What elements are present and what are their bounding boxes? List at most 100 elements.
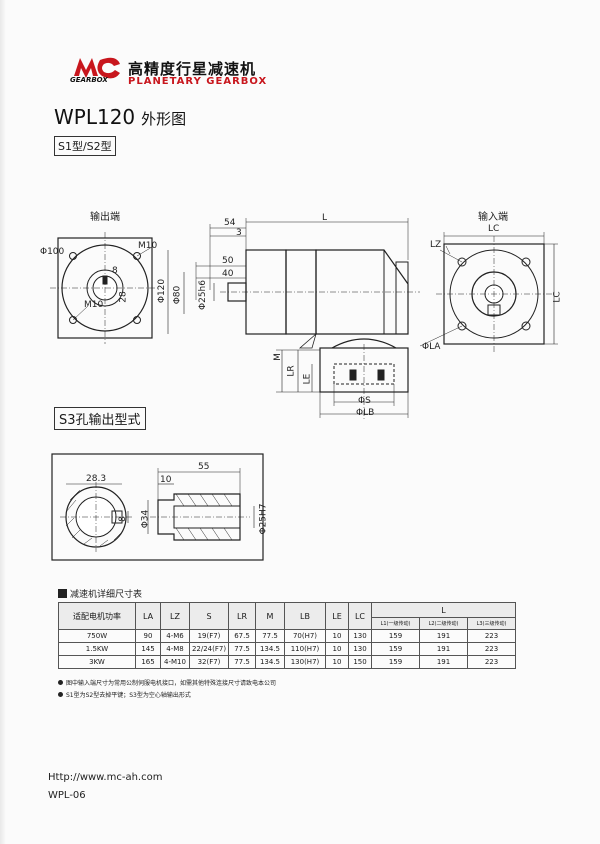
cell-lz: 4-M8 [160, 642, 190, 656]
cell-lc: 150 [348, 655, 372, 669]
dim-m10-left: M10 [84, 300, 104, 310]
cell-lz: 4-M6 [160, 629, 190, 643]
cell-lb: 110(H7) [284, 642, 326, 656]
square-bullet-icon [58, 589, 67, 598]
th-LR: LR [228, 602, 256, 630]
table-row: 750W 90 4-M6 19(F7) 67.5 77.5 70(H7) 10 … [58, 629, 516, 643]
brand-name-en: PLANETARY GEARBOX [128, 76, 268, 87]
page-code: WPL-06 [48, 790, 86, 801]
dim-d80: Φ80 [172, 285, 183, 305]
side-view [167, 218, 420, 420]
th-LA: LA [135, 602, 161, 630]
page-title: WPL120 外形图 [54, 105, 186, 129]
spec-table: 适配电机功率 LA LZ S LR M LB LE LC L L1(一级传动) … [58, 602, 516, 669]
cell-l2: 191 [419, 655, 468, 669]
cell-s: 32(F7) [189, 655, 229, 669]
cell-l1: 159 [371, 642, 420, 656]
input-end-label: 输入端 [478, 212, 508, 223]
cell-le: 10 [325, 642, 349, 656]
s3-section-view [51, 453, 264, 561]
cell-l1: 159 [371, 655, 420, 669]
dim-s3-10: 10 [160, 475, 172, 485]
cell-m: 134.5 [255, 642, 285, 656]
dim-40: 40 [222, 269, 234, 279]
output-end-label: 输出端 [90, 212, 120, 223]
model-name: WPL120 [54, 105, 136, 129]
cell-l2: 191 [419, 642, 468, 656]
cell-l3: 223 [467, 629, 516, 643]
dim-dLB: ΦLB [356, 408, 375, 418]
dim-d100: Φ100 [40, 247, 65, 257]
brand-logo-icon [74, 57, 120, 79]
dim-LZ: LZ [430, 240, 442, 250]
s3-title: S3孔输出型式 [54, 407, 146, 430]
cell-l1: 159 [371, 629, 420, 643]
cell-s: 19(F7) [189, 629, 229, 643]
th-L: L [371, 602, 516, 618]
dim-s3-d25h7: Φ25H7 [258, 503, 269, 535]
cell-lr: 77.5 [228, 655, 256, 669]
cell-lz: 4-M10 [160, 655, 190, 669]
th-LE: LE [325, 602, 349, 630]
input-end-view [419, 232, 558, 352]
dim-s3-d34: Φ34 [140, 509, 151, 529]
cell-la: 145 [135, 642, 161, 656]
dim-50: 50 [222, 256, 234, 266]
th-motor-power: 适配电机功率 [58, 602, 136, 630]
dim-m10-top: M10 [138, 241, 158, 251]
dim-L: L [322, 213, 328, 223]
dim-LR: LR [286, 365, 297, 377]
cell-power: 1.5KW [58, 642, 136, 656]
output-end-view [50, 232, 160, 344]
cell-lb: 130(H7) [284, 655, 326, 669]
dim-28: 28 [118, 291, 129, 303]
cell-m: 77.5 [255, 629, 285, 643]
type-label: S1型/S2型 [54, 136, 116, 156]
table-row: 1.5KW 145 4-M8 22/24(F7) 77.5 134.5 110(… [58, 642, 516, 656]
cell-m: 134.5 [255, 655, 285, 669]
dim-s3-28-3: 28.3 [86, 474, 107, 484]
cell-lr: 77.5 [228, 642, 256, 656]
dim-d120: Φ120 [157, 278, 168, 304]
dim-LE: LE [302, 373, 313, 385]
table-row: 3KW 165 4-M10 32(F7) 77.5 134.5 130(H7) … [58, 655, 516, 669]
cell-le: 10 [325, 655, 349, 669]
th-M: M [255, 602, 285, 630]
th-LZ: LZ [160, 602, 190, 630]
note-1: 图中输入端尺寸为常用公制伺服电机接口，如需其他特殊连接尺寸请致电本公司 [58, 678, 276, 687]
dim-dLA: ΦLA [422, 342, 441, 352]
page-edge-shadow [0, 0, 6, 844]
cell-la: 90 [135, 629, 161, 643]
th-LB: LB [284, 602, 326, 630]
th-S: S [189, 602, 229, 630]
dim-8: 8 [112, 266, 118, 276]
th-L1: L1(一级传动) [371, 617, 420, 630]
dim-s3-8: 8 [117, 516, 128, 522]
bullet-icon [58, 692, 63, 697]
brand-name-cn: 高精度行星减速机 [128, 60, 257, 78]
cell-lb: 70(H7) [284, 629, 326, 643]
cell-le: 10 [325, 629, 349, 643]
dim-54: 54 [224, 218, 236, 228]
cell-la: 165 [135, 655, 161, 669]
th-LC: LC [348, 602, 372, 630]
dim-s3-55: 55 [198, 462, 210, 472]
brand-gearbox-text: GEARBOX [70, 76, 108, 84]
dim-M: M [272, 353, 283, 361]
model-subtitle: 外形图 [141, 110, 187, 128]
cell-lc: 130 [348, 629, 372, 643]
note-2: S1型为S2型去掉平键；S3型为空心轴输出形式 [58, 690, 191, 699]
cell-s: 22/24(F7) [189, 642, 229, 656]
dim-d25h6: Φ25h6 [197, 280, 208, 310]
cell-l3: 223 [467, 642, 516, 656]
footer-url[interactable]: Http://www.mc-ah.com [48, 772, 163, 783]
cell-lc: 130 [348, 642, 372, 656]
cell-lr: 67.5 [228, 629, 256, 643]
bullet-icon [58, 680, 63, 685]
cell-l3: 223 [467, 655, 516, 669]
cell-power: 750W [58, 629, 136, 643]
table-title: 减速机详细尺寸表 [58, 587, 142, 600]
cell-power: 3KW [58, 655, 136, 669]
cell-l2: 191 [419, 629, 468, 643]
